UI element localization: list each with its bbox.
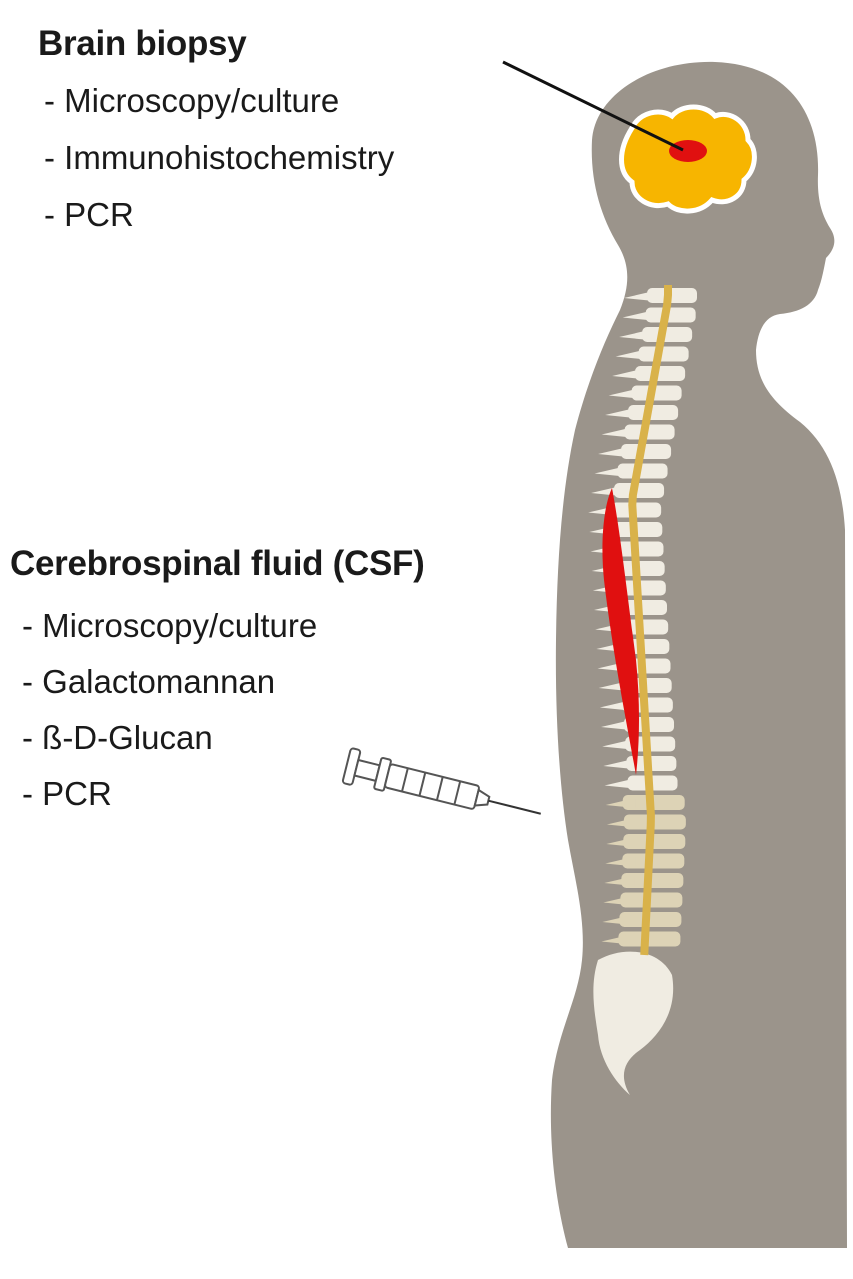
brain-biopsy-list: - Microscopy/culture - Immunohistochemis… <box>44 72 394 243</box>
csf-label-block: Cerebrospinal fluid (CSF) - Microscopy/c… <box>10 542 425 822</box>
csf-item: - Microscopy/culture <box>22 607 318 644</box>
spine-illustration <box>588 285 697 1095</box>
csf-item: - Galactomannan <box>22 663 276 700</box>
pointer-line <box>502 60 684 152</box>
brain-biopsy-item: - PCR <box>44 196 134 233</box>
csf-title: Cerebrospinal fluid (CSF) <box>10 544 425 583</box>
brain-biopsy-title: Brain biopsy <box>38 24 247 63</box>
csf-list: - Microscopy/culture - Galactomannan - ß… <box>22 598 424 822</box>
syringe-icon <box>341 747 541 815</box>
brain-lesion-icon <box>619 104 757 214</box>
csf-item: - ß-D-Glucan <box>22 719 213 756</box>
human-silhouette <box>550 61 847 1249</box>
csf-item: - PCR <box>22 775 112 812</box>
brain-biopsy-item: - Immunohistochemistry <box>44 139 395 176</box>
brain-biopsy-label-block: Brain biopsy - Microscopy/culture - Immu… <box>38 22 394 243</box>
brain-biopsy-item: - Microscopy/culture <box>44 82 340 119</box>
